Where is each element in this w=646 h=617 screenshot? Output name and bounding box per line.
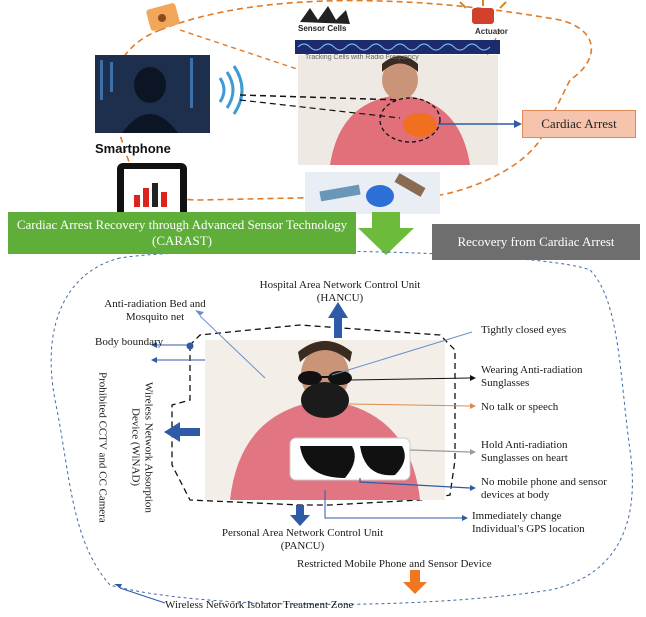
sunglasses-label: Wearing Anti-radiation Sunglasses <box>481 364 583 389</box>
pancu-down-arrow <box>290 505 310 526</box>
smartphone-label: Smartphone <box>95 141 171 156</box>
cctv-label: Prohibited CCTV and CC Camera <box>96 371 109 523</box>
bed-net-label: Anti-radiation Bed and Mosquito net <box>104 298 206 323</box>
isolator-zone-line <box>119 587 166 604</box>
rf-banner <box>295 40 500 54</box>
sensor-cells-label: Sensor Cells <box>298 24 347 33</box>
bed-net-line <box>199 315 266 379</box>
no-mobile-line <box>359 478 471 489</box>
cardiac-arrest-box: Cardiac Arrest <box>522 110 636 138</box>
no-mobile-label: No mobile phone and sensor devices at bo… <box>481 476 607 501</box>
wifi-icon <box>218 65 244 115</box>
closed-eyes-line <box>331 331 473 376</box>
body-boundary-dot <box>186 342 194 350</box>
gps-label: Immediately change Individual's GPS loca… <box>472 510 585 535</box>
isolator-zone-boundary <box>50 250 633 605</box>
smartphone-icon <box>117 163 187 218</box>
closed-eyes-label: Tightly closed eyes <box>481 324 567 336</box>
nanobot-image <box>305 172 440 214</box>
actuator-icon <box>459 0 507 24</box>
hancu-label: Hospital Area Network Control Unit (HANC… <box>259 279 421 304</box>
mouth-cover <box>301 382 349 418</box>
held-sunglasses <box>289 437 411 481</box>
recovery-down-arrow <box>358 212 414 255</box>
hack-link <box>239 94 401 101</box>
orange-link-1 <box>179 29 301 71</box>
sensor-cells-icon <box>300 6 350 24</box>
restricted-label: Restricted Mobile Phone and Sensor Devic… <box>297 558 492 570</box>
sunglasses-line <box>349 377 471 381</box>
actuator-label: Actuator <box>475 27 508 36</box>
restricted-down-arrow <box>403 570 427 594</box>
hold-glasses-line <box>409 449 471 453</box>
heart-marker <box>403 113 437 137</box>
isolator-zone-label: Wireless Network Isolator Treatment Zone <box>165 599 354 611</box>
hancu-up-arrow <box>328 302 348 338</box>
hold-glasses-label: Hold Anti-radiation Sunglasses on heart <box>481 439 568 464</box>
rf-banner-text: Tracking Cells with Radio Frequency <box>305 54 419 61</box>
no-talk-label: No talk or speech <box>481 401 559 413</box>
pancu-label: Personal Area Network Control Unit (PANC… <box>221 527 384 552</box>
worn-sunglasses <box>298 371 352 385</box>
recovery-box: Recovery from Cardiac Arrest <box>432 224 640 260</box>
gps-line <box>324 490 462 519</box>
carast-box: Cardiac Arrest Recovery through Advanced… <box>8 212 356 254</box>
rf-wave <box>297 43 491 51</box>
no-talk-line <box>348 403 471 407</box>
winad-label: Wireless Network Absorption Device (WiNA… <box>129 381 155 513</box>
winad-left-arrow <box>164 422 200 442</box>
body-boundary-label: Body boundary <box>95 336 164 348</box>
rf-tag-icon <box>146 3 180 31</box>
